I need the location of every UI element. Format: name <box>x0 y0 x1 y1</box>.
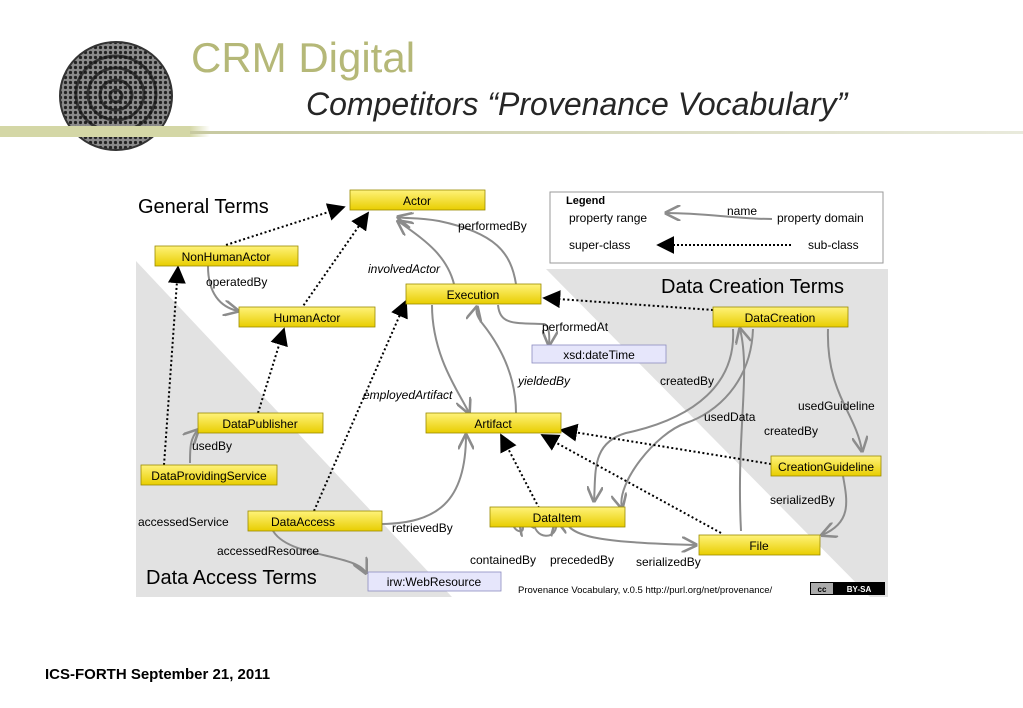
legend-name: name <box>727 204 757 218</box>
subclass-guideline-artifact <box>559 423 772 465</box>
legend-property-range: property range <box>569 211 647 225</box>
cc-license-badge: cc BY-SA <box>810 582 885 595</box>
prop-serializedby-item: serializedBy <box>636 555 701 569</box>
node-non-human-actor <box>154 245 299 267</box>
node-web-resource <box>367 571 502 592</box>
label-data-creation: DataCreation <box>745 311 816 325</box>
cc-badge-cc: cc <box>818 585 827 594</box>
section-title-creation: Data Creation Terms <box>661 276 844 298</box>
label-data-publisher: DataPublisher <box>222 417 297 431</box>
label-creation-guideline: CreationGuideline <box>778 460 874 474</box>
node-artifact <box>425 412 562 434</box>
node-data-creation <box>712 306 849 328</box>
arrow-useddata <box>621 328 754 508</box>
class-labels: Actor NonHumanActor HumanActor Execution… <box>151 194 874 589</box>
arrow-serializedby-guideline <box>822 475 848 535</box>
label-data-providing-service: DataProvidingService <box>151 469 267 483</box>
node-data-providing-service <box>140 464 278 486</box>
prop-employedartifact: employedArtifact <box>363 388 453 402</box>
arrow-usedguideline <box>826 328 862 451</box>
arrow-retrievedby <box>381 435 466 525</box>
label-artifact: Artifact <box>474 417 512 431</box>
property-labels: performedBy operatedBy involvedActor per… <box>138 219 875 569</box>
arrow-usedby <box>190 430 198 464</box>
prop-createdby-guideline: createdBy <box>764 424 818 438</box>
legend-box <box>549 191 884 264</box>
node-actor <box>349 189 486 211</box>
label-data-item: DataItem <box>533 511 582 525</box>
arrow-employedartifact <box>431 304 469 413</box>
subclass-human-actor <box>300 211 370 310</box>
label-file: File <box>749 539 769 553</box>
prop-precededby: precededBy <box>550 553 614 567</box>
prop-performedat: performedAt <box>542 320 609 334</box>
arrow-yieldedby <box>477 307 517 414</box>
phaistos-disc-logo <box>59 41 173 151</box>
section-title-access: Data Access Terms <box>146 567 317 589</box>
node-data-publisher <box>197 412 324 434</box>
prop-yieldedby: yieldedBy <box>517 374 571 388</box>
arrow-accessedresource <box>271 528 366 573</box>
title-underline <box>190 131 1023 134</box>
page-title: CRM Digital <box>191 34 416 81</box>
subclass-creation-execution <box>542 290 714 311</box>
arrow-performedby-exec <box>398 217 517 285</box>
arrow-involvedactor <box>398 221 455 285</box>
cc-badge-label: BY-SA <box>847 585 872 594</box>
node-data-access <box>247 510 383 532</box>
arrow-operatedby <box>207 265 238 311</box>
prop-usedguideline: usedGuideline <box>798 399 875 413</box>
node-creation-guideline <box>770 455 882 477</box>
legend-sub-class: sub-class <box>808 238 859 252</box>
arrow-createdby-guideline <box>740 329 744 532</box>
prop-serializedby-guideline: serializedBy <box>770 493 835 507</box>
legend-property-domain: property domain <box>777 211 864 225</box>
prop-accessedservice: accessedService <box>138 515 229 529</box>
prop-operatedby: operatedBy <box>206 275 267 289</box>
property-arrows <box>190 217 862 573</box>
legend-title: Legend <box>566 195 605 207</box>
legend-property-arrow <box>666 213 773 219</box>
legend: Legend property range name property doma… <box>549 191 884 264</box>
arrow-createdby-item <box>594 328 735 501</box>
prop-accessedresource: accessedResource <box>217 544 319 558</box>
section-title-general: General Terms <box>138 196 269 218</box>
node-human-actor <box>238 306 376 328</box>
legend-super-class: super-class <box>569 238 630 252</box>
label-non-human-actor: NonHumanActor <box>182 250 271 264</box>
label-data-access: DataAccess <box>271 515 335 529</box>
subclass-item-artifact <box>500 433 540 509</box>
cc-badge-left <box>811 583 833 594</box>
label-datetime: xsd:dateTime <box>563 348 635 362</box>
label-web-resource: irw:WebResource <box>387 575 482 589</box>
subclass-arrows <box>163 203 772 534</box>
prop-retrievedby: retrievedBy <box>392 521 453 535</box>
prop-involvedactor: involvedActor <box>368 262 441 276</box>
node-file <box>698 534 821 556</box>
prop-createdby-item: createdBy <box>660 374 714 388</box>
footer-text: ICS-FORTH September 21, 2011 <box>45 666 271 683</box>
label-execution: Execution <box>447 288 500 302</box>
provenance-vocabulary-diagram: General Terms Data Creation Terms Data A… <box>136 183 888 597</box>
prop-containedby: containedBy <box>470 553 536 567</box>
node-datetime <box>531 344 667 364</box>
subclass-publisher-human <box>257 327 288 414</box>
prop-usedby: usedBy <box>192 439 232 453</box>
label-actor: Actor <box>403 194 431 208</box>
subclass-service-nonhuman <box>163 265 186 466</box>
node-execution <box>405 283 542 305</box>
prop-performedby-exec: performedBy <box>458 219 527 233</box>
label-human-actor: HumanActor <box>274 311 341 325</box>
diagram-credit: Provenance Vocabulary, v.0.5 http://purl… <box>518 585 773 596</box>
prop-useddata: usedData <box>704 410 756 424</box>
class-nodes <box>140 189 882 592</box>
node-data-item <box>489 506 626 528</box>
page-subtitle: Competitors “Provenance Vocabulary” <box>306 86 848 122</box>
arrow-performedat <box>497 304 549 345</box>
